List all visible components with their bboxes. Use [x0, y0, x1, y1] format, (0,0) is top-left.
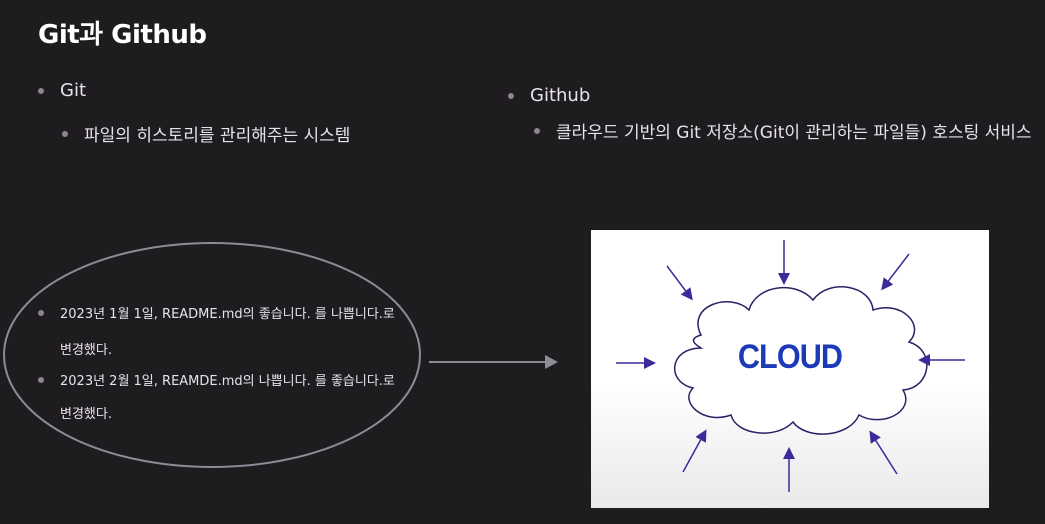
note-2-line-1: 2023년 2월 1일, REAMDE.md의 나쁩니다. 를 좋습니다.로	[60, 374, 395, 389]
bullet-dot	[534, 127, 540, 134]
bullet-dot	[508, 92, 514, 99]
note-1-line-2: 변경했다.	[60, 343, 112, 358]
git-bullet: Git	[38, 80, 86, 101]
bullet-dot	[38, 376, 44, 383]
git-description-text: 파일의 히스토리를 관리해주는 시스템	[84, 126, 351, 146]
note-item-1: 2023년 1월 1일, README.md의 좋습니다. 를 나쁩니다.로	[38, 303, 395, 322]
cloud-image: CLOUD	[591, 230, 989, 508]
notes-ellipse	[3, 242, 421, 468]
github-heading: Github	[530, 85, 591, 106]
github-description: 클라우드 기반의 Git 저장소(Git이 관리하는 파일들) 호스팅 서비스	[534, 118, 1032, 143]
slide-title: Git과 Github	[38, 20, 207, 50]
note-1-line-1: 2023년 1월 1일, README.md의 좋습니다. 를 나쁩니다.로	[60, 307, 395, 322]
note-item-2: 2023년 2월 1일, REAMDE.md의 나쁩니다. 를 좋습니다.로	[38, 370, 395, 389]
note-2-line-2: 변경했다.	[60, 407, 112, 422]
cloud-icon	[616, 240, 965, 492]
bullet-dot	[38, 87, 44, 94]
cloud-label: CLOUD	[737, 338, 843, 376]
bullet-dot	[38, 309, 44, 316]
git-description: 파일의 히스토리를 관리해주는 시스템	[62, 121, 350, 146]
git-heading: Git	[60, 80, 87, 101]
arrow-right-icon	[429, 355, 558, 369]
bullet-dot	[62, 130, 68, 137]
github-bullet: Github	[508, 85, 590, 106]
github-description-text: 클라우드 기반의 Git 저장소(Git이 관리하는 파일들) 호스팅 서비스	[556, 123, 1032, 143]
